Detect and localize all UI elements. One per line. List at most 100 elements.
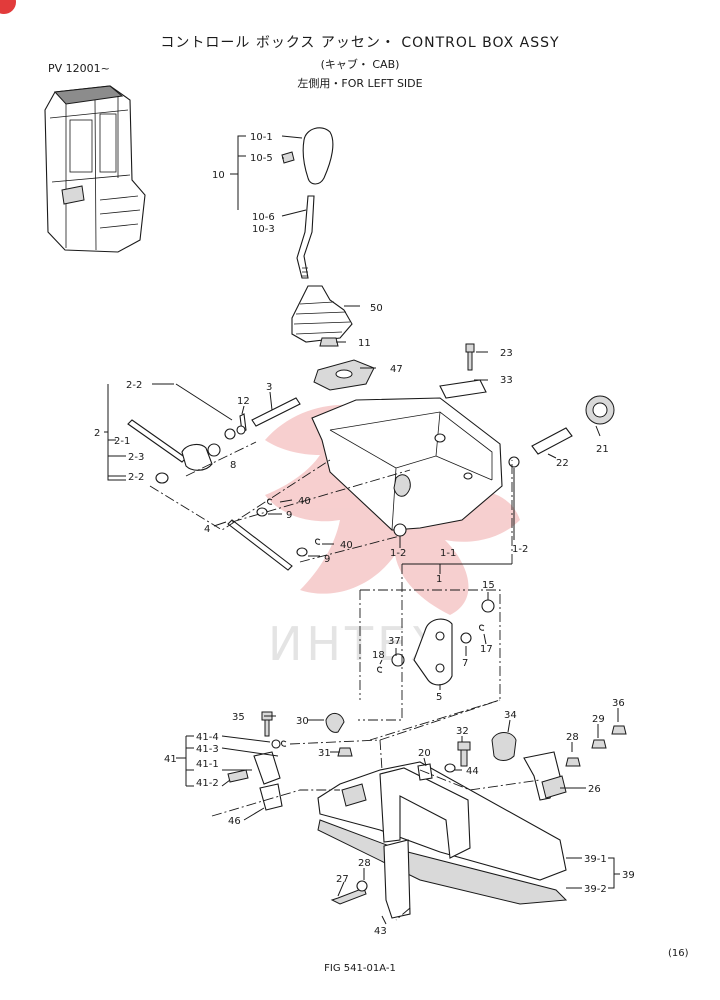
cab-thumbnail <box>44 85 146 253</box>
label-36: 36 <box>612 698 625 709</box>
label-11: 11 <box>358 338 371 349</box>
label-9-top: 9 <box>286 510 292 521</box>
label-10-3: 10-3 <box>252 224 275 235</box>
connector-30 <box>325 713 345 733</box>
label-21: 21 <box>596 444 609 455</box>
lever-screw <box>281 151 295 164</box>
actuator-34 <box>491 732 517 761</box>
label-17: 17 <box>480 644 493 655</box>
base-plate-39-1 <box>317 761 567 881</box>
label-43: 43 <box>374 926 387 937</box>
subtitle-side: 左側用・FOR LEFT SIDE <box>297 77 423 90</box>
label-30: 30 <box>296 716 309 727</box>
label-41: 41 <box>164 754 177 765</box>
label-1-2-right: 1-2 <box>512 544 528 555</box>
callout-labels: 10-1 10-5 10 10-6 10-3 50 11 47 23 33 3 … <box>94 132 635 937</box>
label-35: 35 <box>232 712 245 723</box>
washer-44 <box>444 763 456 773</box>
label-33: 33 <box>500 375 513 386</box>
label-10-1: 10-1 <box>250 132 273 143</box>
label-27: 27 <box>336 874 349 885</box>
rod-4 <box>227 519 293 571</box>
collar-37 <box>391 653 405 667</box>
bolt-35 <box>261 711 273 737</box>
label-41-4: 41-4 <box>196 732 219 743</box>
rubber-boot <box>291 285 353 343</box>
page-title: コントロール ボックス アッセン・ CONTROL BOX ASSY <box>160 35 560 51</box>
label-2-2-bottom: 2-2 <box>128 472 144 483</box>
bushing-2-2 <box>155 472 169 484</box>
label-2: 2 <box>94 428 100 439</box>
washer-8b <box>236 425 246 435</box>
bolt-41-2 <box>227 769 249 783</box>
label-2-2-top: 2-2 <box>126 380 142 391</box>
label-46: 46 <box>228 816 241 827</box>
label-5: 5 <box>436 692 442 703</box>
label-31: 31 <box>318 748 331 759</box>
label-2-3: 2-3 <box>128 452 144 463</box>
label-10: 10 <box>212 170 225 181</box>
washer-7 <box>460 632 472 644</box>
lever-knob <box>302 127 334 185</box>
label-1: 1 <box>436 574 442 585</box>
label-40-top: 40 <box>298 496 311 507</box>
label-26: 26 <box>588 784 601 795</box>
nut-31 <box>337 747 353 757</box>
clip-17 <box>479 624 485 631</box>
watermark-text: ИНТЕХ <box>268 617 446 671</box>
label-39-1: 39-1 <box>584 854 607 865</box>
label-47: 47 <box>390 364 403 375</box>
nut-36 <box>611 725 627 735</box>
pin-3 <box>251 397 301 427</box>
washer-9b <box>296 547 308 557</box>
label-28-bottom: 28 <box>358 858 371 869</box>
label-28-top: 28 <box>566 732 579 743</box>
bushing-1-2a <box>393 523 407 537</box>
label-39-2: 39-2 <box>584 884 607 895</box>
e-clip-40a <box>267 498 273 505</box>
label-39: 39 <box>622 870 635 881</box>
shaft-22 <box>531 427 573 455</box>
label-44: 44 <box>466 766 479 777</box>
label-22: 22 <box>556 458 569 469</box>
switch-46 <box>259 783 283 811</box>
label-7: 7 <box>462 658 468 669</box>
label-34: 34 <box>504 710 517 721</box>
figure-id: FIG 541-01A-1 <box>324 963 396 974</box>
label-40-bottom: 40 <box>340 540 353 551</box>
washer-15 <box>481 599 495 613</box>
base-plate-39-2 <box>317 819 568 905</box>
washer-8a <box>224 428 236 440</box>
bolt-23 <box>465 343 475 371</box>
bracket-43 <box>383 839 411 919</box>
label-4: 4 <box>204 524 210 535</box>
clip-18 <box>377 666 383 673</box>
label-10-6: 10-6 <box>252 212 275 223</box>
label-8: 8 <box>230 460 236 471</box>
label-15: 15 <box>482 580 495 591</box>
label-10-5: 10-5 <box>250 153 273 164</box>
e-clip-40b <box>315 538 321 545</box>
nut-28a <box>565 757 581 767</box>
label-32: 32 <box>456 726 469 737</box>
label-9-bottom: 9 <box>324 554 330 565</box>
mount-bracket <box>379 767 471 859</box>
corner-badge <box>0 0 16 14</box>
switch-bracket-41 <box>253 751 281 785</box>
page-number: (16) <box>668 948 689 959</box>
label-2-1: 2-1 <box>114 436 130 447</box>
serial-range: PV 12001~ <box>48 62 110 75</box>
label-18: 18 <box>372 650 385 661</box>
washer-9a <box>256 507 268 517</box>
label-20: 20 <box>418 748 431 759</box>
subtitle-cab: (キャブ・ CAB) <box>320 58 400 71</box>
nut-29 <box>591 739 607 749</box>
nut-11 <box>319 337 339 347</box>
label-1-1: 1-1 <box>440 548 456 559</box>
bolt-32 <box>457 741 471 767</box>
bolt-27 <box>330 887 367 905</box>
label-41-3: 41-3 <box>196 744 219 755</box>
lever-rod <box>296 195 315 279</box>
label-1-2-left: 1-2 <box>390 548 406 559</box>
